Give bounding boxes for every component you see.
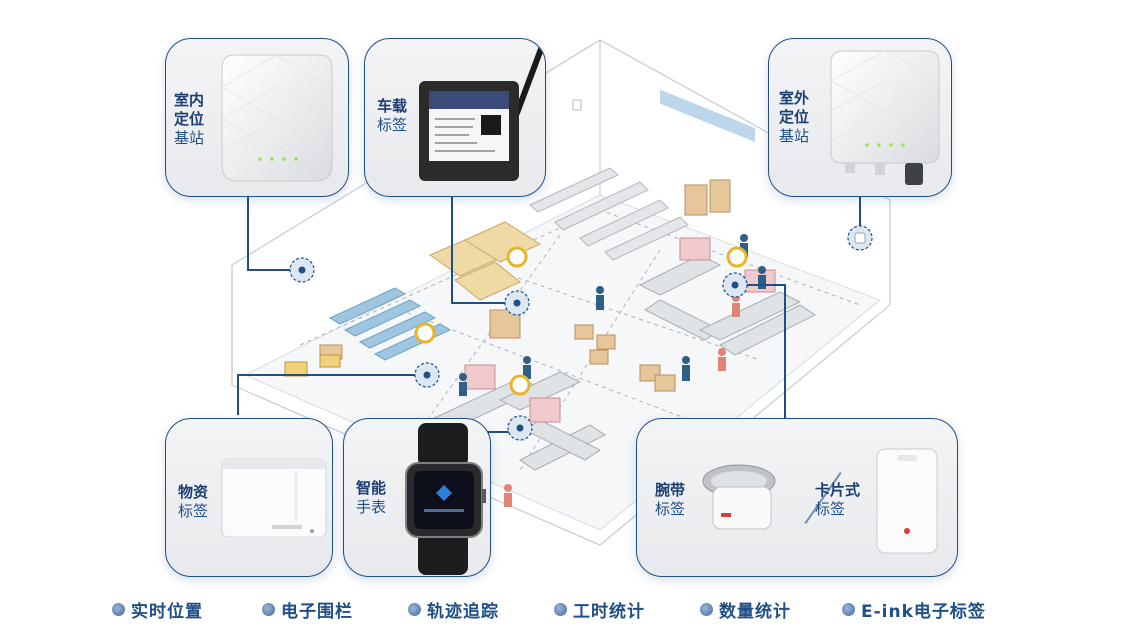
forklifts xyxy=(284,354,341,377)
outdoor-station-subtitle: 基站 xyxy=(779,127,810,145)
card-tag-label: 卡片式 标签 xyxy=(815,481,860,519)
location-pin-icons xyxy=(414,246,748,396)
legend-bullet-icon xyxy=(554,602,567,616)
legend-item-realtime-location: 实时位置 xyxy=(112,597,203,622)
legend-item-quantity: 数量统计 xyxy=(700,597,791,622)
vehicle-tag-label: 车载 标签 xyxy=(377,97,407,135)
wristband-tag-image xyxy=(702,464,776,530)
windows xyxy=(572,89,755,143)
grey-racks xyxy=(529,167,689,261)
card-wristband-and-card-tags: 腕带 标签 卡片式 标签 xyxy=(636,418,958,577)
card-vehicle-tag: 车载 标签 xyxy=(364,38,546,197)
legend-text: 工时统计 xyxy=(573,601,645,622)
smart-watch-title: 智能 xyxy=(356,479,387,497)
legend-text: 电子围栏 xyxy=(281,601,353,622)
card-tag-title: 卡片式 xyxy=(815,481,861,499)
legend-bullet-icon xyxy=(700,602,713,616)
legend-item-trajectory: 轨迹追踪 xyxy=(408,597,499,622)
card-smart-watch: 智能 手表 xyxy=(343,418,491,577)
legend-item-eink-label: E-ink电子标签 xyxy=(842,597,986,622)
legend-text: 实时位置 xyxy=(131,601,203,622)
tag-halo-circles xyxy=(289,225,873,441)
boxes xyxy=(319,179,731,392)
wristband-tag-title: 腕带 xyxy=(655,481,686,499)
legend-text: 轨迹追踪 xyxy=(427,601,499,622)
storage-racks xyxy=(328,287,452,361)
indoor-station-label: 室内 定位 基站 xyxy=(174,91,204,148)
vehicle-tag-title: 车载 xyxy=(377,97,408,115)
legend-item-working-hours: 工时统计 xyxy=(554,597,645,622)
feature-legend: 实时位置 电子围栏 轨迹追踪 工时统计 数量统计 E-ink电子标签 xyxy=(112,597,1032,622)
card-outdoor-station: 室外 定位 基站 xyxy=(768,38,952,197)
indoor-station-subtitle: 基站 xyxy=(174,129,205,147)
vehicle-tag-image xyxy=(419,43,543,181)
card-tag-image xyxy=(876,448,938,554)
machines xyxy=(464,237,776,423)
smart-watch-label: 智能 手表 xyxy=(356,479,386,517)
outdoor-base-station-image xyxy=(830,50,940,185)
legend-bullet-icon xyxy=(112,602,125,616)
legend-bullet-icon xyxy=(262,602,275,616)
indoor-station-title: 室内 定位 xyxy=(174,91,205,128)
indoor-base-station-image xyxy=(221,54,333,182)
vehicle-tag-subtitle: 标签 xyxy=(377,116,408,134)
material-tag-label: 物资 标签 xyxy=(178,483,208,521)
conveyors xyxy=(428,254,816,471)
material-tag-image xyxy=(221,458,327,543)
legend-text: E-ink电子标签 xyxy=(861,601,986,622)
legend-bullet-icon xyxy=(408,602,421,616)
card-indoor-station: 室内 定位 基站 xyxy=(165,38,349,197)
card-tag-subtitle: 标签 xyxy=(815,500,846,518)
legend-bullet-icon xyxy=(842,602,855,616)
material-tag-subtitle: 标签 xyxy=(178,502,209,520)
legend-text: 数量统计 xyxy=(719,601,791,622)
outdoor-station-title: 室外 定位 xyxy=(779,89,810,126)
wristband-tag-subtitle: 标签 xyxy=(655,500,686,518)
card-material-tag: 物资 标签 xyxy=(165,418,333,577)
smart-watch-image xyxy=(405,423,486,575)
wristband-tag-label: 腕带 标签 xyxy=(655,481,685,519)
material-tag-title: 物资 xyxy=(178,483,209,501)
legend-item-geofence: 电子围栏 xyxy=(262,597,353,622)
outdoor-station-label: 室外 定位 基站 xyxy=(779,89,809,146)
smart-watch-subtitle: 手表 xyxy=(356,498,387,516)
connector-lines xyxy=(237,195,861,470)
